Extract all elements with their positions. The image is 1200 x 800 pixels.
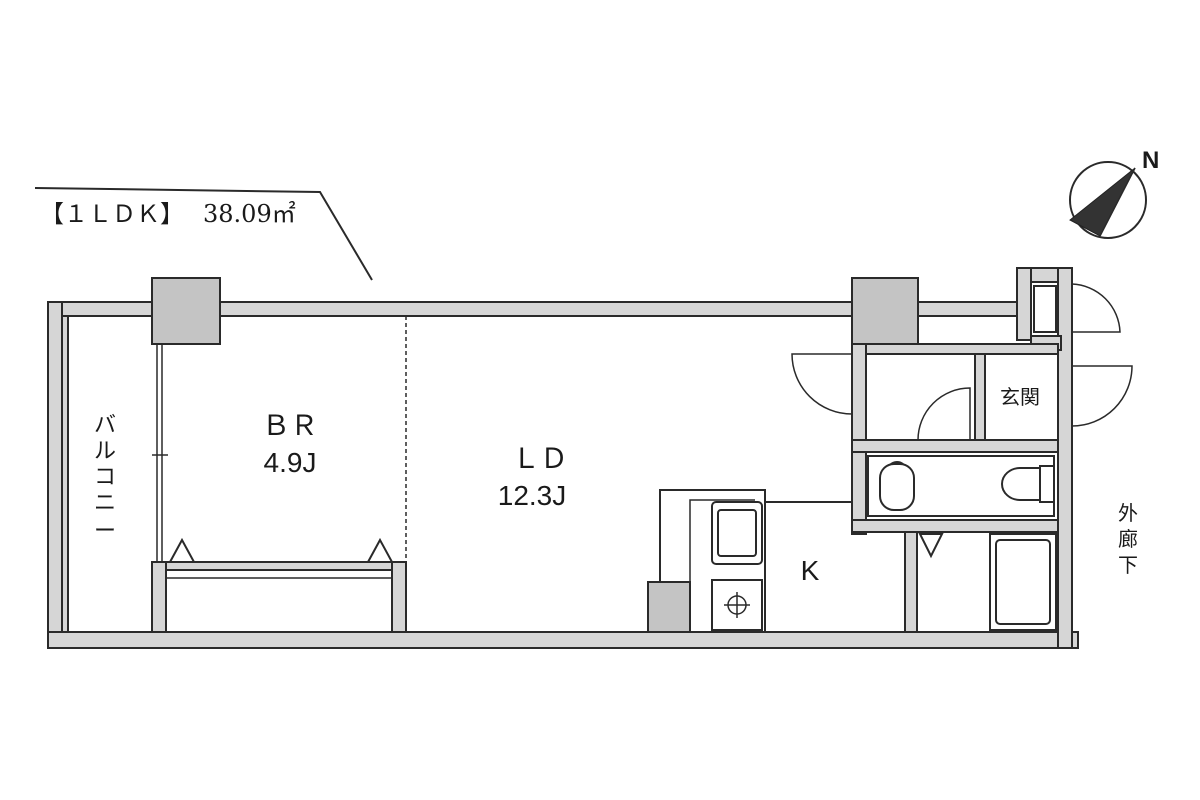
compass-ring xyxy=(1069,161,1147,239)
bath-wall-west xyxy=(904,531,918,633)
pillar-west xyxy=(151,277,221,345)
toilet-bowl xyxy=(1001,467,1041,501)
layout-label: 【１ＬＤＫ】 xyxy=(40,200,184,228)
room-door-swing xyxy=(791,353,853,415)
area-label: 38.09㎡ xyxy=(203,200,296,228)
bedroom-name: ＢＲ xyxy=(262,410,318,441)
balcony: バ ル コ ニ ー xyxy=(61,315,168,633)
balcony-char-5: ー xyxy=(94,518,116,543)
bedroom-size: 4.9J xyxy=(264,447,317,478)
bedroom: ＢＲ 4.9J xyxy=(151,316,407,633)
compass-axis xyxy=(1099,167,1136,237)
front-door-swing xyxy=(1071,365,1133,427)
leader-line xyxy=(34,187,373,281)
living-name: ＬＤ xyxy=(512,443,568,474)
corridor-char-3: 下 xyxy=(1118,555,1138,577)
living-size: 12.3J xyxy=(498,480,567,511)
core-wall-low xyxy=(851,519,1059,533)
plan-title: 【１ＬＤＫ】 38.09㎡ xyxy=(34,187,373,281)
outer-walls xyxy=(47,267,1079,649)
balcony-char-1: バ xyxy=(94,412,116,437)
service-core: 玄関 xyxy=(791,283,1133,633)
corridor-char-1: 外 xyxy=(1118,502,1138,525)
toilet-tank xyxy=(1039,465,1055,503)
balcony-char-2: ル xyxy=(94,438,116,463)
core-wall-top xyxy=(865,343,1059,355)
balcony-char-4: ニ xyxy=(94,490,116,515)
corridor-char-2: 廊 xyxy=(1118,528,1138,551)
closet-door-mark-right xyxy=(366,537,394,563)
outer-corridor: 外 廊 下 xyxy=(1118,502,1138,577)
entrance-name: 玄関 xyxy=(1000,386,1040,409)
balcony-char-3: コ xyxy=(94,464,116,489)
compass-north-label: N xyxy=(1142,147,1159,174)
balcony-inner-edge xyxy=(61,315,69,633)
wall-east xyxy=(1057,267,1073,649)
entrance-wall xyxy=(974,343,986,441)
wall-north-east xyxy=(904,301,1021,317)
kitchen-name: K xyxy=(801,555,820,586)
living-dining: ＬＤ 12.3J xyxy=(498,443,568,511)
core-wall-mid xyxy=(851,439,1059,453)
kitchen-duct xyxy=(647,581,691,633)
pillar-east xyxy=(851,277,919,345)
wall-west xyxy=(47,301,63,649)
storage-door-swing xyxy=(1071,283,1121,333)
washbasin-bowl xyxy=(879,463,915,511)
wall-storage-left xyxy=(1016,267,1032,341)
kitchen-sink-basin xyxy=(717,509,757,557)
compass: N xyxy=(1069,147,1159,239)
kitchen: K xyxy=(647,489,852,633)
bath-door-mark xyxy=(918,533,944,559)
storage-cabinet xyxy=(1033,285,1057,333)
bathtub-inner xyxy=(995,539,1051,625)
closet-left xyxy=(151,561,167,633)
closet-front xyxy=(151,561,407,571)
closet-right xyxy=(391,561,407,633)
toilet-door-swing xyxy=(917,387,971,441)
closet-door-mark-left xyxy=(168,537,196,563)
kitchen-counter-outline xyxy=(659,489,766,632)
wall-south xyxy=(47,631,1079,649)
